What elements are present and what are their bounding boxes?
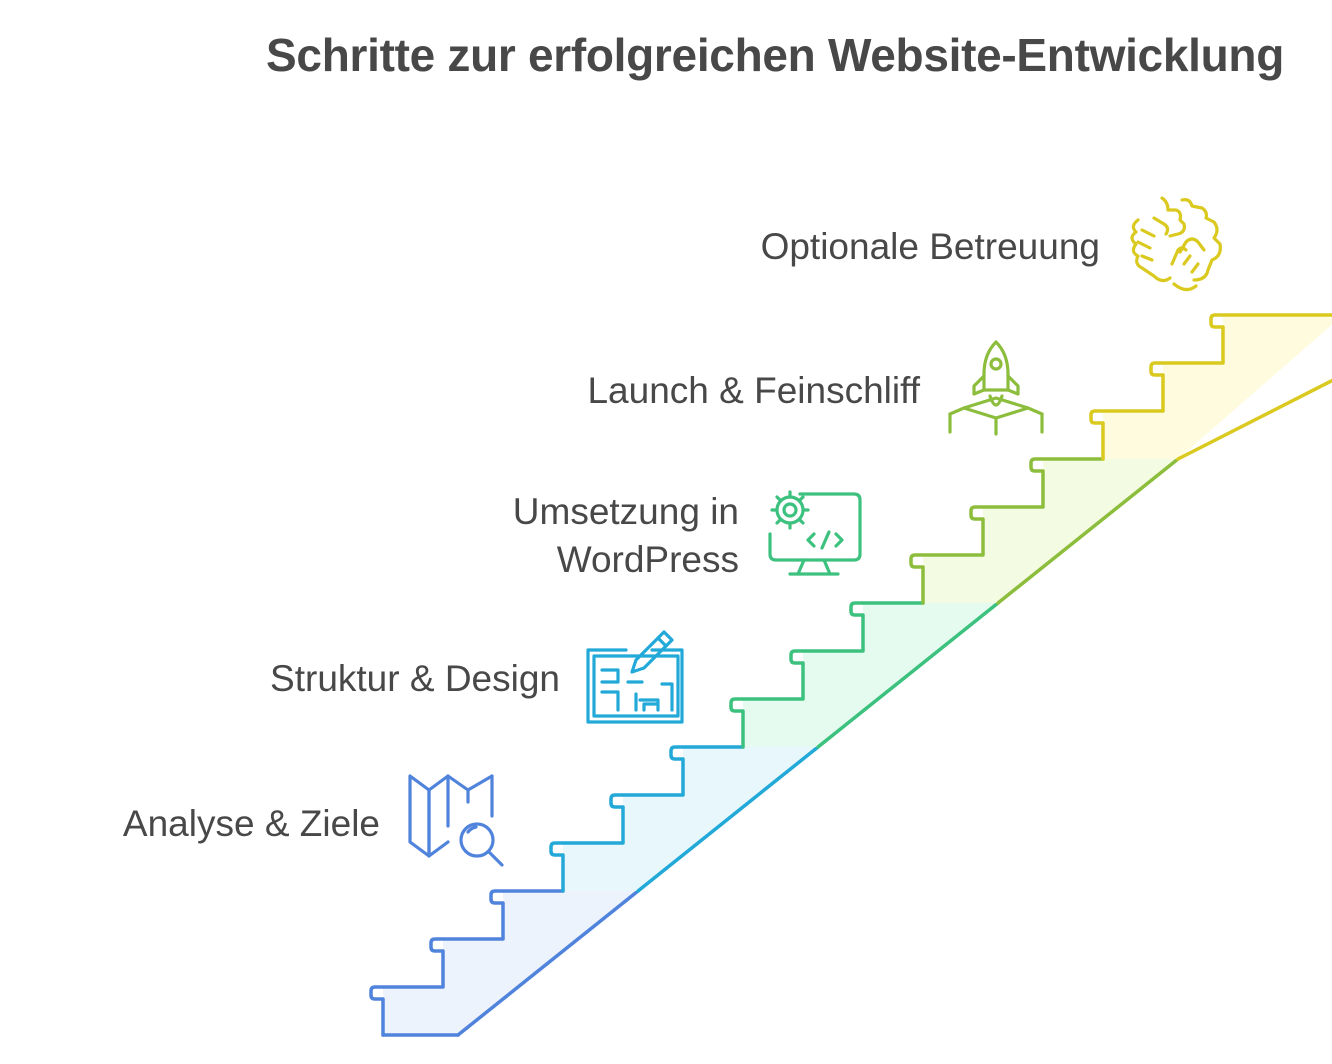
step-label-line: Optionale Betreuung bbox=[760, 226, 1100, 267]
blueprint-pencil-icon bbox=[584, 624, 684, 724]
stair-segment bbox=[1089, 313, 1332, 461]
step-label-umsetzung: Umsetzung in WordPress bbox=[513, 488, 739, 584]
gear-code-monitor-icon bbox=[764, 484, 864, 584]
stair-segment bbox=[729, 601, 1000, 749]
map-search-icon bbox=[404, 768, 504, 868]
step-label-analyse: Analyse & Ziele bbox=[123, 800, 380, 848]
stair-segment bbox=[369, 889, 640, 1037]
step-label-struktur: Struktur & Design bbox=[270, 655, 560, 703]
step-label-line: Launch & Feinschliff bbox=[587, 370, 920, 411]
stair-segment bbox=[549, 745, 820, 893]
step-label-line: Struktur & Design bbox=[270, 658, 560, 699]
step-label-launch: Launch & Feinschliff bbox=[587, 367, 920, 415]
stair-segment bbox=[909, 457, 1180, 605]
rocket-launch-icon bbox=[944, 338, 1044, 438]
page-title: Schritte zur erfolgreichen Website-Entwi… bbox=[266, 29, 1284, 81]
step-label-line: Umsetzung in bbox=[512, 491, 739, 532]
step-label-line: WordPress bbox=[556, 539, 739, 580]
step-label-line: Analyse & Ziele bbox=[122, 803, 380, 844]
step-label-betreuung: Optionale Betreuung bbox=[761, 223, 1100, 271]
handshake-icon bbox=[1124, 194, 1224, 294]
